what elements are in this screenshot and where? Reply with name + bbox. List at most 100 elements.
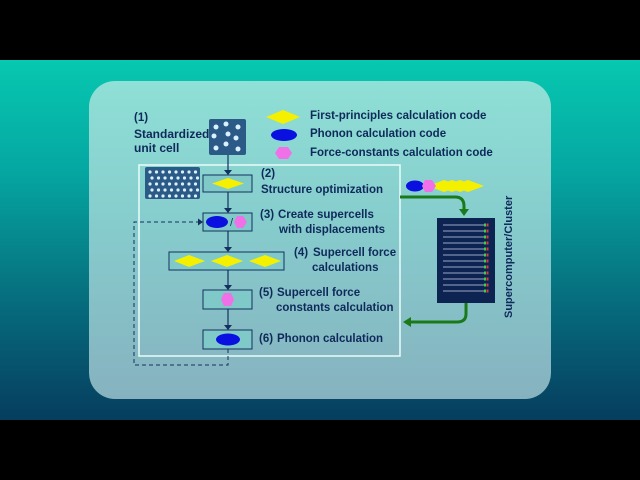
atom-dot: [195, 188, 200, 192]
workflow-frame: [138, 164, 401, 357]
return-from-cluster-arrow: [410, 302, 468, 324]
atom-dot: [193, 182, 198, 186]
atom-dot: [174, 170, 178, 174]
step1-label-line2: unit cell: [134, 141, 180, 155]
status-led: [484, 259, 486, 263]
legend-hexagon-icon: [275, 147, 292, 159]
supercomputer-cluster-icon: [437, 218, 495, 303]
step5-label-line1: Supercell force: [277, 287, 361, 299]
atom-dot: [180, 194, 185, 198]
atom-dot: [176, 188, 180, 192]
atom-dot: [193, 170, 198, 174]
status-led: [484, 289, 486, 293]
step3-hexagon-icon: [234, 216, 247, 228]
status-led: [486, 289, 489, 293]
status-led: [484, 283, 486, 287]
atom-dot: [148, 194, 152, 198]
status-led: [486, 271, 489, 275]
atom-dot: [189, 176, 193, 180]
step3-label-line1: Create supercells: [278, 209, 374, 221]
atom-dot: [161, 194, 165, 198]
atom-dot: [161, 182, 165, 186]
status-led: [484, 271, 486, 275]
status-led: [486, 253, 489, 257]
status-led: [484, 277, 486, 281]
atom-dot: [193, 194, 198, 198]
atom-dot: [161, 170, 165, 174]
status-led: [486, 223, 489, 227]
atom-dot: [156, 188, 161, 192]
step5-hexagon-icon: [221, 293, 234, 306]
step4-diamond-icon: [211, 255, 243, 267]
step3-number: (3): [260, 209, 275, 221]
step1-number: (1): [134, 112, 149, 124]
atom-dot: [187, 170, 191, 174]
atom-dot: [154, 194, 159, 198]
atom-dot: [154, 170, 159, 174]
atom-dot: [180, 182, 185, 186]
send-to-cluster-arrow: [400, 195, 466, 210]
iteration-loop-arrow: [133, 218, 229, 366]
step4-diamond-icon: [249, 255, 281, 267]
supercell-crystal-icon: [145, 167, 200, 199]
atom-dot: [150, 188, 154, 192]
step4-number: (4): [294, 247, 309, 259]
step3-label-line2: with displacements: [279, 224, 386, 236]
status-led: [486, 247, 489, 251]
atom-dot: [148, 170, 152, 174]
status-led: [486, 283, 489, 287]
legend-label-phonon: Phonon calculation code: [310, 128, 447, 140]
code-bundle-icon: [406, 180, 484, 192]
status-led: [486, 277, 489, 281]
atom-dot: [150, 176, 154, 180]
atom-dot: [174, 194, 178, 198]
step5-number: (5): [259, 287, 274, 299]
step4-label-line2: calculations: [312, 262, 379, 274]
step2-label: Structure optimization: [261, 184, 384, 196]
atom-dot: [187, 194, 191, 198]
step2-diamond-icon: [212, 178, 244, 189]
step1-label-line1: Standardized: [134, 127, 210, 141]
atom-dot: [167, 182, 172, 186]
unit-cell-icon: [209, 119, 246, 155]
atom-dot: [154, 182, 159, 186]
status-led: [486, 229, 489, 233]
status-led: [484, 229, 486, 233]
atom-dot: [182, 176, 187, 180]
status-led: [484, 235, 486, 239]
status-led: [486, 259, 489, 263]
atom-dot: [167, 194, 172, 198]
status-led: [484, 265, 486, 269]
atom-dot: [148, 182, 152, 186]
atom-dot: [163, 188, 167, 192]
send-arrow-head: [459, 209, 469, 216]
step6-ellipse-icon: [216, 333, 240, 346]
atom-dot: [182, 188, 187, 192]
atom-dot: [180, 170, 185, 174]
legend-ellipse-icon: [271, 129, 297, 141]
step6-label: Phonon calculation: [277, 333, 384, 345]
status-led: [486, 241, 489, 245]
atom-dot: [187, 182, 191, 186]
status-led: [484, 247, 486, 251]
cluster-label: Supercomputer/Cluster: [503, 195, 515, 318]
status-led: [484, 223, 486, 227]
step5-label-line2: constants calculation: [276, 302, 394, 314]
atom-dot: [163, 176, 167, 180]
step2-number: (2): [261, 168, 276, 180]
step4-diamond-icon: [174, 255, 205, 267]
atom-dot: [167, 170, 172, 174]
atom-dot: [156, 176, 161, 180]
atom-dot: [189, 188, 193, 192]
atom-dot: [176, 176, 180, 180]
atom-dot: [174, 182, 178, 186]
status-led: [486, 265, 489, 269]
status-led: [484, 241, 486, 245]
status-led: [484, 253, 486, 257]
legend-diamond-icon: [266, 110, 300, 124]
status-led: [486, 235, 489, 239]
atom-dot: [169, 188, 174, 192]
return-arrow-head: [403, 317, 411, 327]
atom-dot: [169, 176, 174, 180]
